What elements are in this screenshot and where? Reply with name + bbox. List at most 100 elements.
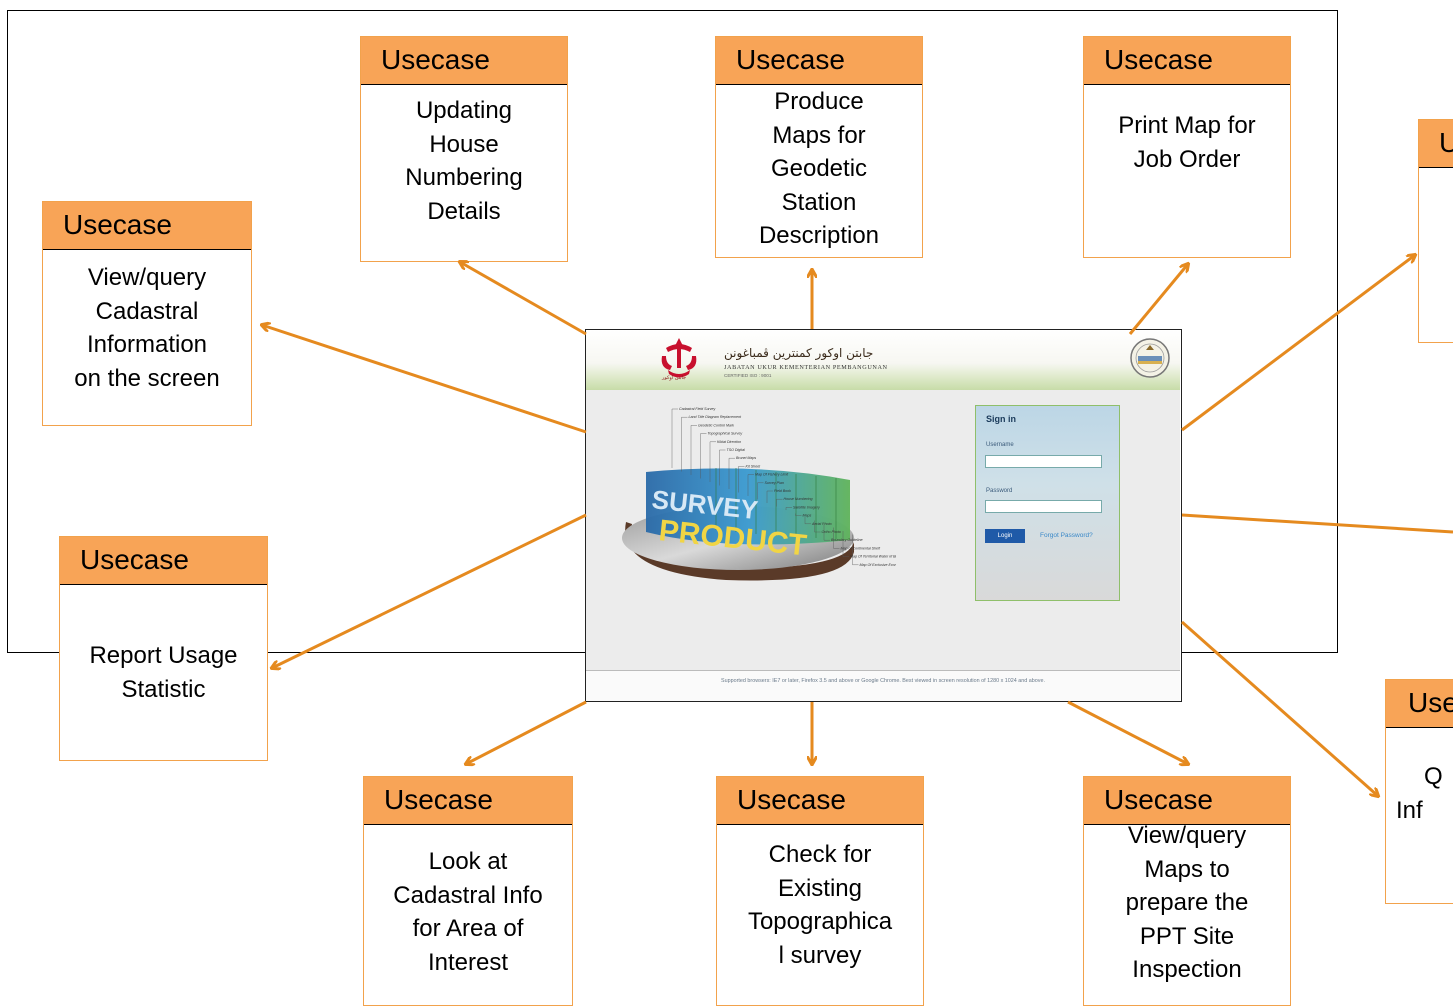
art-label-leader	[747, 474, 754, 496]
art-label-leader	[833, 527, 840, 549]
usecase-partial-right-bottom: Usecase Q Inf	[1385, 679, 1453, 904]
usecase-view-query-maps-ppt: Usecase View/query Maps to prepare the P…	[1083, 776, 1291, 1006]
usecase-line: l survey	[778, 941, 862, 969]
art-label: Satellite Imagery	[793, 505, 820, 509]
arrow-to-look-at-cadastral-info	[466, 700, 587, 764]
usecase-line: Maps to	[1144, 855, 1230, 883]
usecase-line: Inspection	[1132, 956, 1242, 983]
login-button[interactable]: Login	[985, 529, 1025, 543]
art-label: Map of Continental Shelf	[841, 546, 881, 550]
usecase-header: Usecase	[1084, 37, 1290, 85]
password-label: Password	[986, 488, 1013, 494]
usecase-header: Usecase	[717, 777, 923, 825]
art-label: Ortho Photo	[822, 530, 841, 534]
art-label: Geodetic Control Mark	[698, 423, 734, 427]
usecase-line: Geodetic	[770, 155, 868, 182]
usecase-line: prepare the	[1125, 889, 1249, 916]
usecase-header: Usecase	[1386, 680, 1453, 728]
usecase-line: Topographica	[747, 908, 893, 935]
usecase-line: Job Order	[1133, 145, 1241, 173]
usecase-header: Usecase	[1084, 777, 1290, 825]
art-label-leader	[690, 425, 697, 475]
supported-browsers-footer: Supported browsers: IE7 or later, Firefo…	[586, 670, 1180, 701]
usecase-header: Usecase	[716, 37, 922, 85]
art-label-leader	[719, 449, 726, 486]
usecase-report-usage-statistic: Usecase Report Usage Statistic	[59, 536, 268, 761]
username-label: Username	[986, 442, 1014, 448]
art-label-leader	[776, 499, 783, 507]
usecase-line: View/query	[1127, 822, 1247, 849]
header-banner	[586, 330, 1180, 390]
usecase-line: Check for	[768, 841, 872, 868]
art-label: Map Of Territorial Water of Brunei Darus…	[850, 555, 896, 559]
arrow-to-view-query-maps-ppt	[1067, 700, 1188, 764]
usecase-body: Produce Maps for Geodetic Station Descri…	[716, 85, 922, 253]
signin-panel: Sign in Username Password Login Forgot P…	[975, 405, 1120, 601]
art-label-leader	[681, 417, 688, 472]
art-label-leader	[814, 520, 821, 533]
usecase-body: Print Map for Job Order	[1084, 85, 1290, 176]
art-label-leader	[795, 513, 802, 516]
survey-product-artwork: SURVEY PRODUCT Cadastral Field SurveyLan…	[622, 407, 897, 581]
usecase-line: Station	[781, 188, 857, 216]
usecase-body: Check for Existing Topographica l survey	[717, 825, 923, 972]
art-label-leader	[671, 408, 678, 468]
username-input[interactable]	[985, 455, 1102, 468]
usecase-header: Usecase	[43, 202, 251, 250]
usecase-line: Cadastral Info	[393, 881, 543, 909]
usecase-line: Q	[1424, 763, 1443, 790]
art-label: Topographical Survey	[708, 432, 743, 436]
art-label-leader	[804, 517, 811, 524]
art-label: Boundary Guideline	[831, 538, 863, 542]
art-label-leader	[766, 490, 773, 503]
art-label: House Numbering	[784, 497, 813, 501]
certification-text: CERTIFIED ISO : 9001	[724, 373, 772, 378]
art-label: TSO Digital	[727, 448, 746, 452]
usecase-line: Report Usage	[89, 642, 238, 669]
usecase-line: Print Map for	[1118, 112, 1256, 139]
usecase-body: Look at Cadastral Info for Area of Inter…	[364, 825, 572, 979]
art-label-leader	[785, 507, 792, 510]
art-label: Maps	[803, 514, 812, 518]
arabic-title: جابتن اوكور كمنترين ڤمباغونن	[724, 346, 874, 360]
usecase-line: Cadastral	[95, 297, 199, 325]
usecase-line: Updating	[415, 97, 513, 124]
usecase-line: Details	[427, 197, 501, 225]
usecase-line: Existing	[777, 874, 863, 902]
art-label: Map Of Fishery Limit	[755, 473, 789, 477]
usecase-line: on the screen	[74, 364, 220, 392]
usecase-line: View/query	[87, 264, 207, 291]
usecase-line: Numbering	[405, 164, 523, 191]
usecase-line: Inf	[1396, 796, 1423, 824]
art-label-leader	[738, 466, 745, 493]
crest-caption: جابتن اوكور	[662, 375, 687, 381]
usecase-header: Usecase	[361, 37, 567, 85]
usecase-line: Produce	[774, 88, 864, 115]
art-label-leader	[823, 524, 830, 541]
usecase-view-query-cadastral: Usecase View/query Cadastral Information…	[42, 201, 252, 426]
art-label: Field Book	[774, 489, 791, 493]
usecase-line: Statistic	[121, 675, 206, 703]
forgot-password-link[interactable]: Forgot Password?	[1040, 532, 1093, 539]
art-label-leader	[852, 534, 859, 565]
password-input[interactable]	[985, 500, 1102, 513]
usecase-header: Usecase	[364, 777, 572, 825]
login-screenshot: جابتن اوكور جابتن اوكور كمنترين ڤمباغونن…	[585, 329, 1182, 702]
art-label-leader	[728, 458, 735, 489]
art-label-leader	[700, 433, 707, 479]
usecase-line: House	[429, 130, 499, 158]
art-label-leader	[842, 531, 849, 557]
art-label-leader	[709, 441, 716, 482]
brunei-crest-icon	[661, 338, 697, 378]
art-label: Map Of Exclusive Economic Zone Of Brunei	[860, 563, 897, 567]
usecase-body: Updating House Numbering Details	[361, 85, 567, 228]
usecase-produce-maps-geodetic: Usecase Produce Maps for Geodetic Statio…	[715, 36, 923, 258]
usecase-body: Q Inf	[1386, 728, 1453, 827]
usecase-line: Interest	[427, 948, 509, 976]
art-label: Land Title Diagram Replacement	[689, 415, 743, 419]
usecase-line: Description	[758, 222, 880, 249]
usecase-line: PPT Site	[1139, 922, 1235, 950]
usecase-look-at-cadastral-info: Usecase Look at Cadastral Info for Area …	[363, 776, 573, 1006]
art-label: Cadastral Field Survey	[679, 407, 716, 411]
usecase-header: Usecase	[60, 537, 267, 585]
